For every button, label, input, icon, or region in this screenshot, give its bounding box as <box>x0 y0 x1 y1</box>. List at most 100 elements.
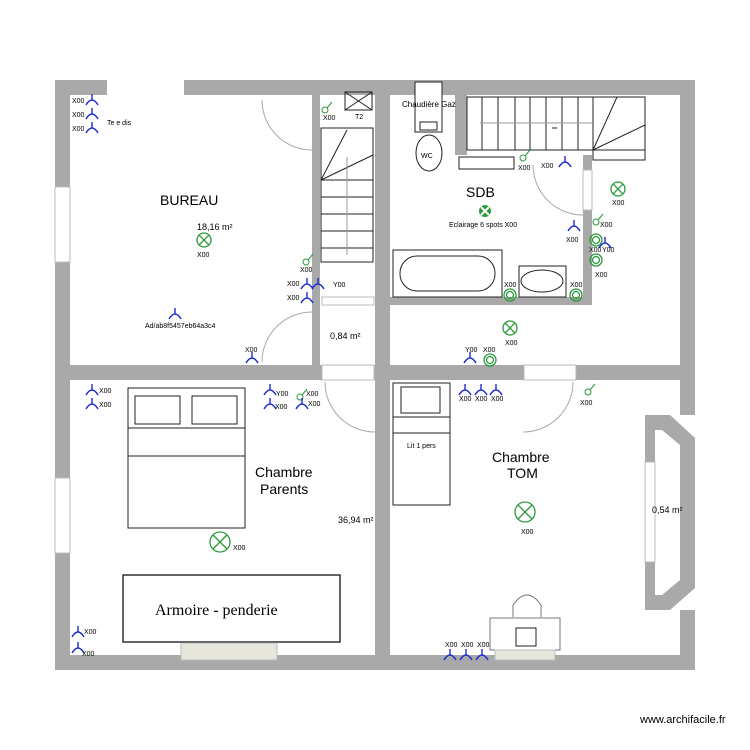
symbol-label-x00: X00 <box>518 165 531 172</box>
room-name-sdb: SDB <box>466 184 495 200</box>
ceiling-light-icon <box>196 232 212 248</box>
symbol-label-x00: X00 <box>570 282 583 289</box>
symbol-label-x00: X00 <box>99 388 112 395</box>
switch-icon <box>321 101 333 114</box>
switch-icon <box>302 253 314 266</box>
symbol-label-x00: X00 <box>233 545 246 552</box>
symbol-label-x00: X00 <box>521 529 534 536</box>
symbol-label-x00: X00 <box>595 272 608 279</box>
socket-icon <box>85 398 99 410</box>
wc-label: WC <box>421 153 433 160</box>
staircase-left <box>320 127 374 263</box>
symbol-label-x00: X00 <box>612 200 625 207</box>
symbol-label-x00: X00 <box>99 402 112 409</box>
room-area-bay: 0,54 m² <box>652 505 683 515</box>
wall-light-icon <box>589 233 603 247</box>
socket-id-label: Ad/ab8f5457eb64a3c4 <box>145 323 216 330</box>
switch-icon <box>584 383 596 396</box>
socket-icon <box>567 220 581 232</box>
symbol-label-x00: X00 <box>197 252 210 259</box>
symbol-label-x00: X00 <box>461 642 474 649</box>
room-name-tom-2: TOM <box>507 465 538 481</box>
socket-icon <box>263 384 277 396</box>
room-name-bureau: BUREAU <box>160 192 218 208</box>
symbol-label-x00: X00 <box>475 396 488 403</box>
symbol-label-x00: X00 <box>589 247 602 254</box>
ceiling-light-icon <box>502 320 518 336</box>
socket-icon <box>474 384 488 396</box>
wardrobe-label: Armoire - penderie <box>155 602 278 619</box>
socket-icon <box>295 398 309 410</box>
ceiling-light-icon <box>514 501 536 523</box>
socket-icon <box>489 384 503 396</box>
room-area-bureau: 18,16 m² <box>197 222 233 232</box>
symbol-label-x00: X00 <box>300 267 313 274</box>
socket-icon <box>71 642 85 654</box>
electrical-panel-label: T2 <box>355 114 363 121</box>
socket-icon <box>558 156 572 168</box>
switch-icon <box>296 388 308 401</box>
labels: BUREAU 18,16 m² 0,84 m² SDB Eclairage 6 spot… <box>72 98 726 726</box>
socket-icon <box>459 649 473 661</box>
socket-icon <box>311 278 325 290</box>
symbol-label-y00: Y00 <box>333 282 346 289</box>
staircase-right <box>466 96 646 161</box>
socket-icon <box>245 352 259 364</box>
symbol-label-y00: Y00 <box>276 391 289 398</box>
switch-icon <box>592 213 604 226</box>
symbol-label-x00: X00 <box>459 396 472 403</box>
symbol-label-x00: X00 <box>491 396 504 403</box>
symbol-label-x00: X00 <box>82 651 95 658</box>
symbol-label-x00: X00 <box>287 295 300 302</box>
watermark: www.archifacile.fr <box>639 714 726 726</box>
switch-icon <box>519 149 531 162</box>
symbol-label-y00: Y00 <box>602 247 615 254</box>
walls <box>55 80 695 670</box>
symbol-label-x00: X00 <box>505 340 518 347</box>
ceiling-light-icon <box>209 531 231 553</box>
symbol-label-x00: X00 <box>306 391 319 398</box>
symbol-label-x00: X00 <box>72 126 85 133</box>
socket-icon <box>85 384 99 396</box>
wall-light-icon <box>483 353 497 367</box>
symbol-label-x00: X00 <box>483 347 496 354</box>
symbol-label-x00: X00 <box>323 115 336 122</box>
socket-icon <box>71 626 85 638</box>
doors[interactable] <box>261 99 584 433</box>
electrical-symbols <box>71 94 626 661</box>
wall-light-icon <box>569 288 583 302</box>
socket-icon <box>463 352 477 364</box>
boiler-label: Chaudière Gaz <box>402 100 456 109</box>
socket-icon <box>458 384 472 396</box>
symbol-label-x00: X00 <box>308 401 321 408</box>
symbol-label-x00: X00 <box>580 400 593 407</box>
symbol-label-x00: X00 <box>84 629 97 636</box>
socket-icon <box>598 237 612 249</box>
symbol-label-x00: X00 <box>600 222 613 229</box>
spot-light-icon <box>479 205 491 217</box>
room-area-palier: 0,84 m² <box>330 331 361 341</box>
room-name-parents-2: Parents <box>260 481 308 497</box>
tv-socket-label: Te e dis <box>107 120 132 127</box>
room-name-parents-1: Chambre <box>255 464 313 480</box>
symbol-label-x00: X00 <box>72 98 85 105</box>
socket-icon <box>263 398 277 410</box>
wall-light-icon <box>503 288 517 302</box>
socket-icon <box>300 292 314 304</box>
symbol-label-x00: X00 <box>287 281 300 288</box>
windows <box>54 80 656 563</box>
symbol-label-y00: Y00 <box>465 347 478 354</box>
socket-icon <box>85 94 99 106</box>
room-name-tom-1: Chambre <box>492 449 550 465</box>
symbol-label-x00: X00 <box>72 112 85 119</box>
socket-icon <box>168 308 182 320</box>
symbol-label-x00: X00 <box>541 163 554 170</box>
socket-icon <box>85 108 99 120</box>
symbol-label-x00: X00 <box>245 347 258 354</box>
single-bed-label: Lit 1 pers <box>407 443 436 450</box>
socket-icon <box>85 122 99 134</box>
sdb-lighting-label: Eclairage 6 spots X00 <box>449 222 517 229</box>
symbol-label-x00: X00 <box>566 237 579 244</box>
ceiling-light-icon <box>610 181 626 197</box>
